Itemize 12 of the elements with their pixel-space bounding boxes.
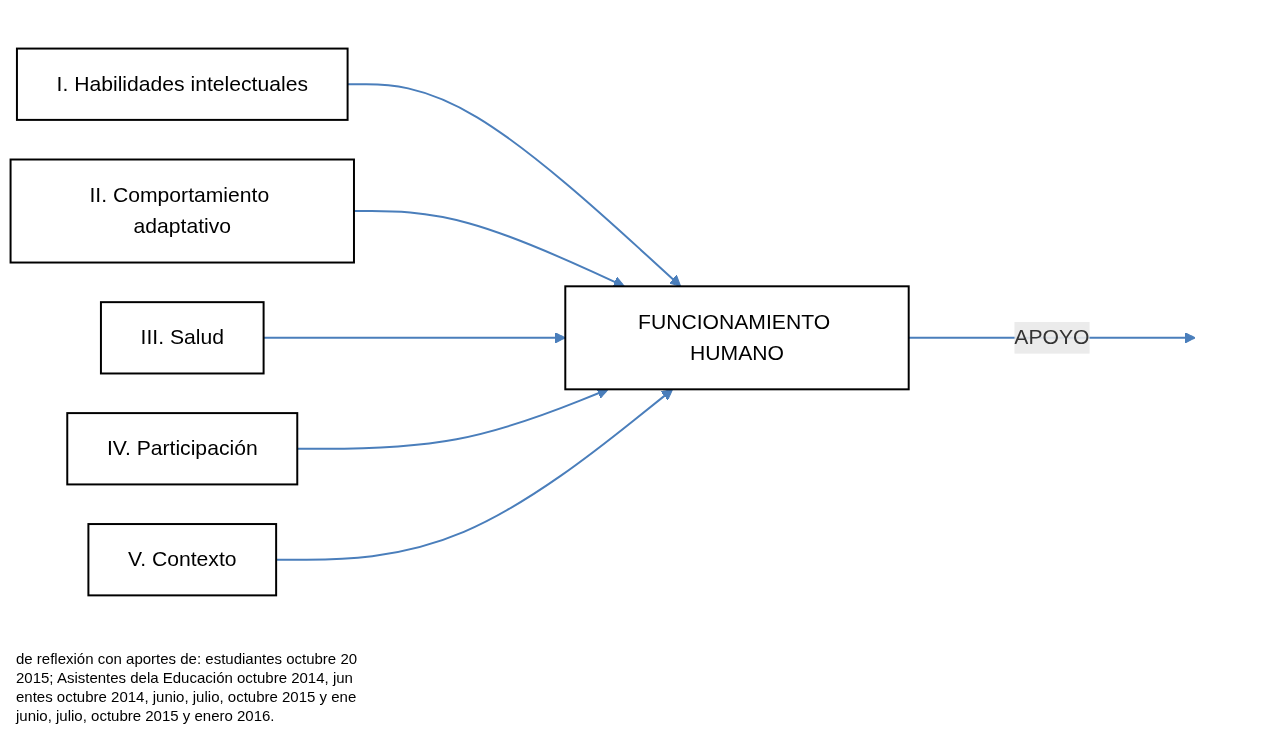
arrow: [353, 210, 625, 288]
node-box: II. Comportamiento adaptativo: [9, 158, 355, 264]
note-text: junio, julio, octubre 2015 y enero 2016.: [16, 707, 276, 724]
node-box: V. Contexto: [87, 523, 278, 597]
node-box: I. Habilidades intelectuales: [15, 47, 349, 121]
node-box: FUNCIONAMIENTO HUMANO: [564, 285, 910, 391]
edge-label: APOYO: [1014, 325, 1090, 349]
node-box: IV. Participación: [66, 412, 299, 486]
note-text: entes octubre 2014, junio, julio, octubre 2015 y ene: [16, 688, 358, 705]
node-box: III. Salud: [99, 301, 265, 375]
note-text: 2015; Asistentes dela Educación octubre 2014, jun: [16, 669, 354, 686]
note-text: de reflexión con aportes de: estudiantes octubre 20: [16, 650, 359, 667]
